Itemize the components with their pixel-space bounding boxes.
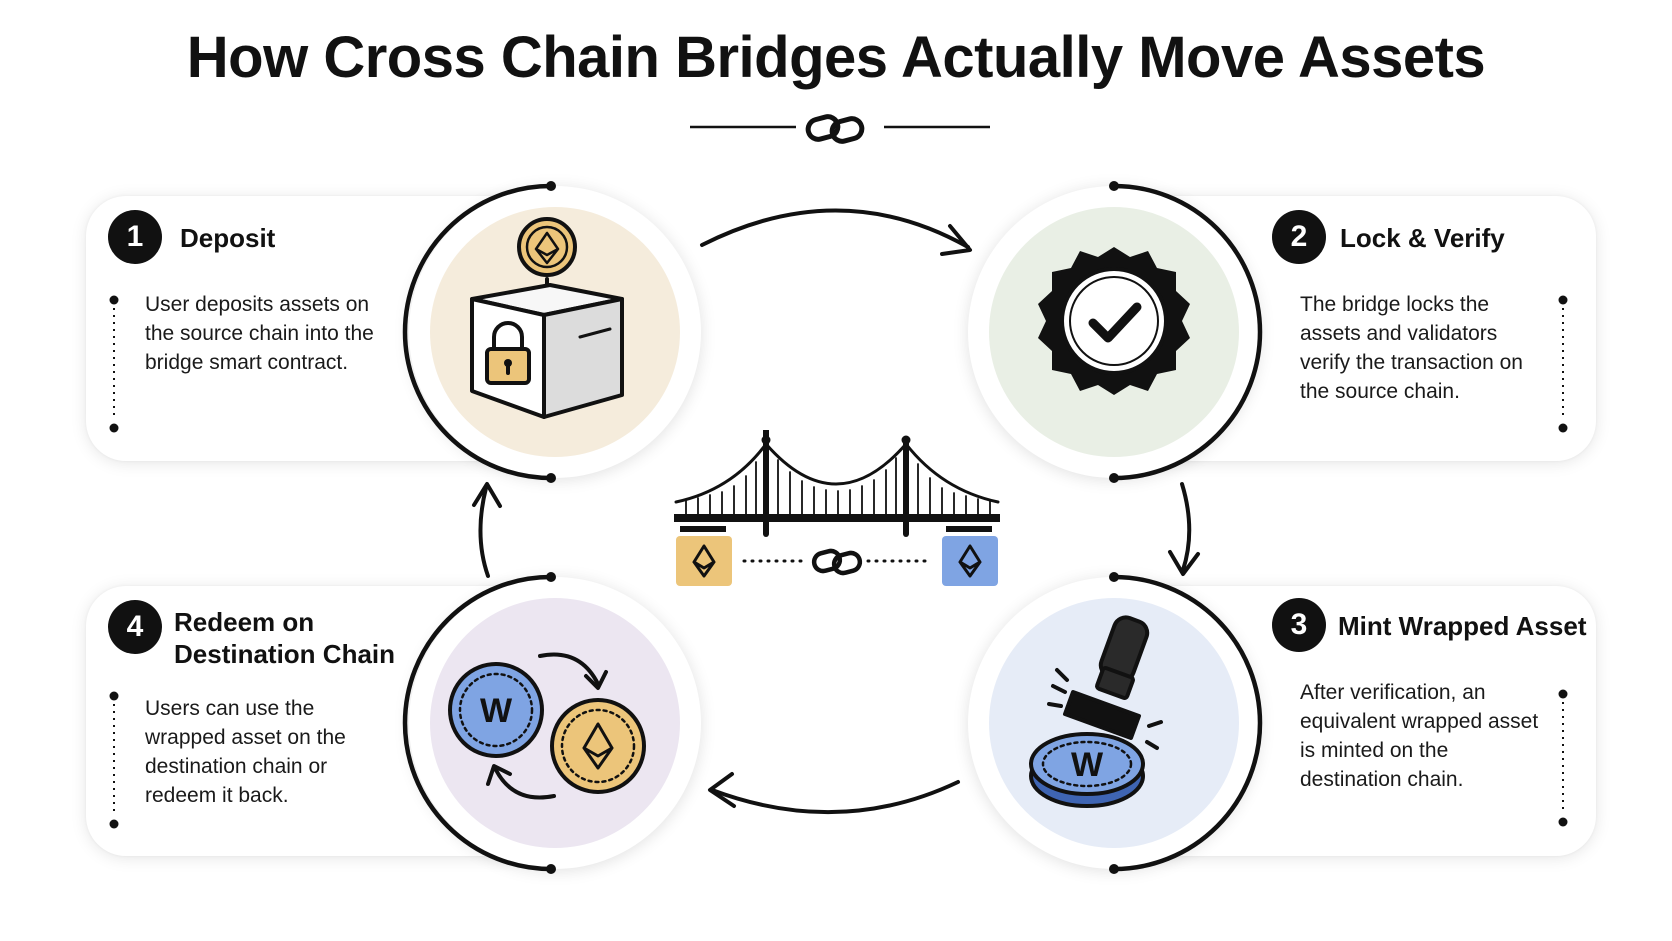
- disc-outline: [402, 181, 556, 483]
- step-title: Lock & Verify: [1340, 223, 1505, 253]
- coin-swap-icon: W: [448, 652, 646, 800]
- step-description: The bridge locks the assets and validato…: [1300, 293, 1523, 403]
- step-title: Mint Wrapped Asset: [1338, 611, 1587, 641]
- disc-background: [430, 207, 680, 457]
- dotted-divider: [1558, 689, 1568, 827]
- step-description: Users can use the wrapped asset on the d…: [145, 697, 346, 807]
- step-description: After verification, an equivalent wrappe…: [1300, 681, 1539, 791]
- step-number-badge: 1: [108, 210, 162, 264]
- step-icon-disc-verify: [968, 181, 1263, 483]
- disc-background: W: [430, 598, 680, 848]
- arrow-deposit-to-verify: [700, 208, 970, 249]
- dotted-divider: [1558, 295, 1568, 433]
- step-number-badge: 2: [1272, 210, 1326, 264]
- dotted-divider: [109, 691, 119, 829]
- ethereum-token-icon: [942, 536, 998, 586]
- step-icon-disc-mint: W: [968, 572, 1263, 874]
- disc-background: W: [989, 598, 1239, 848]
- disc-outline: [1109, 572, 1263, 874]
- step-card-lock-verify: 2 Lock & Verify The bridge locks the ass…: [1130, 196, 1596, 461]
- step-number-badge: 4: [108, 600, 162, 654]
- step-icon-disc-deposit: [402, 181, 701, 483]
- disc-background: [989, 207, 1239, 457]
- step-description: User deposits assets on the source chain…: [145, 293, 374, 374]
- arrow-redeem-to-deposit: [478, 486, 490, 578]
- disc-outline: [402, 572, 556, 874]
- ethereum-token-icon: [676, 536, 732, 586]
- arrow-mint-to-redeem: [710, 780, 960, 815]
- step-number-badge: 3: [1272, 598, 1326, 652]
- dotted-divider: [109, 295, 119, 433]
- arrow-verify-to-mint: [1180, 482, 1192, 572]
- step-icon-disc-redeem: W: [402, 572, 701, 874]
- wrapped-coin-symbol: W: [480, 692, 513, 730]
- disc-outline: [1109, 181, 1263, 483]
- wrapped-coin-symbol: W: [1071, 746, 1104, 784]
- step-title: Deposit: [180, 223, 276, 253]
- stamp-minting-coin-icon: W: [1029, 615, 1163, 808]
- page-title: How Cross Chain Bridges Actually Move As…: [186, 25, 1486, 90]
- locked-box-with-coin-icon: [470, 217, 624, 419]
- verified-badge-icon: [1038, 247, 1190, 395]
- step-title: Redeem on Destination Chain: [174, 607, 396, 669]
- suspension-bridge-icon: [674, 430, 1000, 586]
- chain-link-icon: [805, 114, 865, 144]
- title-divider: [690, 114, 990, 144]
- chain-link-icon: [811, 548, 863, 576]
